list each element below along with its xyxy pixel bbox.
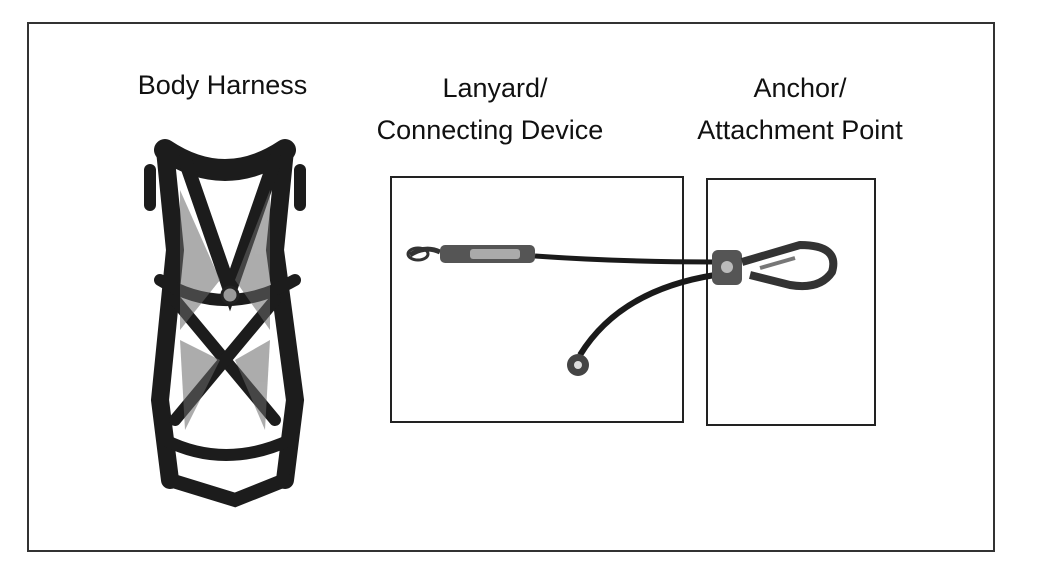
diagram-frame bbox=[27, 22, 995, 552]
anchor-connector-image bbox=[712, 241, 838, 291]
harness-d-ring bbox=[220, 285, 240, 305]
anchor-box bbox=[706, 178, 876, 426]
anchor-label-line1: Anchor/ bbox=[753, 73, 847, 103]
lanyard-box bbox=[390, 176, 684, 423]
harness-mesh bbox=[180, 190, 270, 430]
lanyard-label-line1: Lanyard/ bbox=[442, 73, 548, 103]
anchor-label-line2: Attachment Point bbox=[697, 115, 903, 145]
body-harness-image bbox=[144, 139, 306, 508]
lanyard-image bbox=[406, 245, 716, 376]
body-harness-label: Body Harness bbox=[137, 70, 308, 100]
lanyard-label-line2: Connecting Device bbox=[376, 115, 604, 145]
